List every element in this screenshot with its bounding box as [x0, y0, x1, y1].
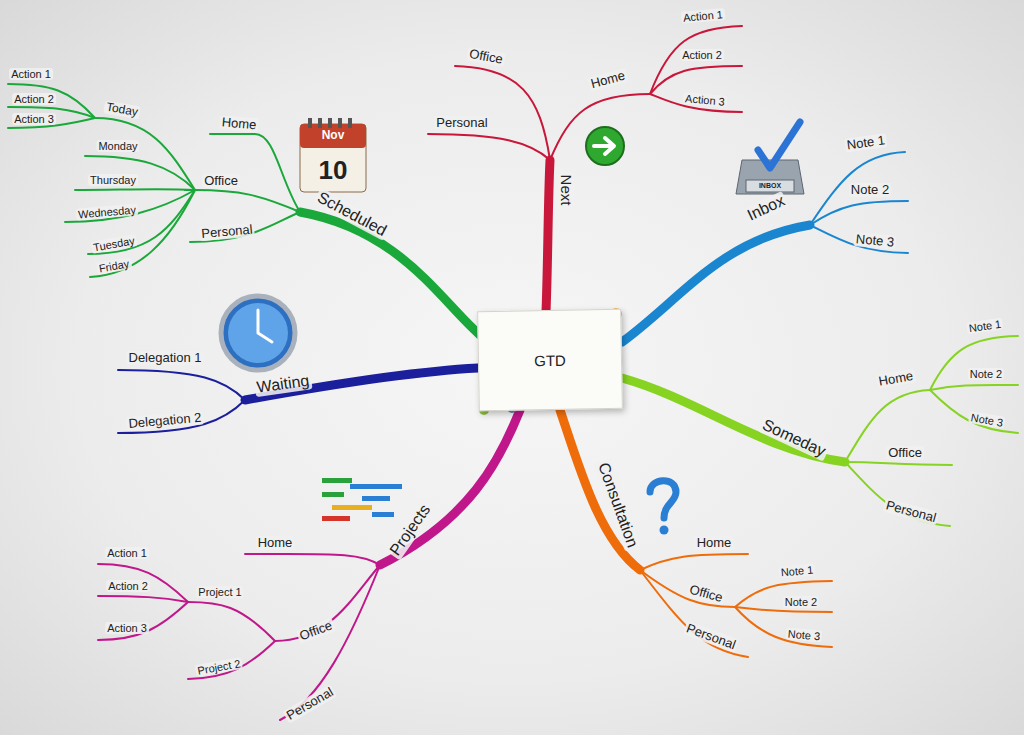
- branch-label: Project 1: [196, 586, 243, 598]
- branch-label: Personal: [882, 498, 939, 526]
- branch-label: Action 1: [9, 68, 53, 80]
- branch-label: Note 2: [849, 183, 891, 197]
- branch-label: Monday: [96, 140, 139, 152]
- branch-label: Personal: [199, 222, 255, 241]
- arrow-icon: [586, 127, 624, 165]
- branch-label: Delegation 2: [126, 411, 204, 432]
- branch-label: Wednesday: [76, 203, 139, 220]
- branch-label: Action 1: [105, 547, 149, 559]
- branch-label: Note 2: [968, 368, 1004, 380]
- central-card: GTD: [477, 309, 623, 411]
- branch-label: Note 2: [783, 596, 819, 608]
- branch-label: Office: [466, 47, 506, 68]
- branch-label: Action 2: [680, 49, 724, 61]
- branch-label: Project 2: [195, 657, 244, 677]
- branch-label: Note 1: [844, 133, 888, 153]
- branch-label: Home: [695, 536, 734, 550]
- branch-label: Consultation: [594, 458, 642, 551]
- branch-label: Delegation 1: [127, 351, 204, 365]
- branch-label: Note 3: [785, 627, 822, 642]
- branch-label: Action 3: [683, 92, 728, 108]
- branch-label: Action 2: [106, 580, 150, 592]
- branch-label: Inbox: [743, 191, 790, 225]
- icon-text: INBOX: [759, 182, 781, 190]
- branch-label: Home: [876, 369, 917, 390]
- branch-label: Office: [686, 582, 726, 606]
- icon-text: 10: [319, 156, 348, 185]
- clock-icon: [221, 296, 295, 370]
- branch-label: Today: [103, 100, 141, 119]
- branch-label: Office: [296, 618, 336, 644]
- branch-label: Note 1: [966, 317, 1004, 334]
- node-title: GTD: [534, 351, 566, 369]
- branch-label: Next: [558, 173, 575, 208]
- branch-label: Office: [202, 174, 240, 188]
- branch-label: Home: [587, 68, 628, 92]
- branch-label: Note 1: [778, 563, 815, 578]
- branch-label: Action 3: [105, 622, 149, 634]
- question-icon: [650, 481, 676, 518]
- branch-label: Tuesday: [90, 234, 137, 254]
- branch-label: Personal: [434, 116, 489, 130]
- branch-label: Action 3: [12, 113, 56, 125]
- branch-label: Office: [886, 446, 924, 460]
- branch-label: Home: [256, 536, 295, 550]
- branch-label: Note 3: [968, 411, 1006, 429]
- question-dot: [660, 526, 669, 535]
- branch-label: Home: [219, 115, 259, 133]
- branch-label: Action 2: [12, 93, 56, 105]
- calendar-icon: [300, 118, 366, 192]
- branch-label: Action 1: [681, 8, 726, 24]
- branch-label: Personal: [282, 684, 337, 724]
- inbox-icon: [736, 122, 804, 194]
- branch-label: Thursday: [88, 174, 138, 186]
- branch-label: Personal: [683, 621, 740, 653]
- gantt-icon: [322, 478, 402, 521]
- icon-text: Nov: [322, 129, 345, 142]
